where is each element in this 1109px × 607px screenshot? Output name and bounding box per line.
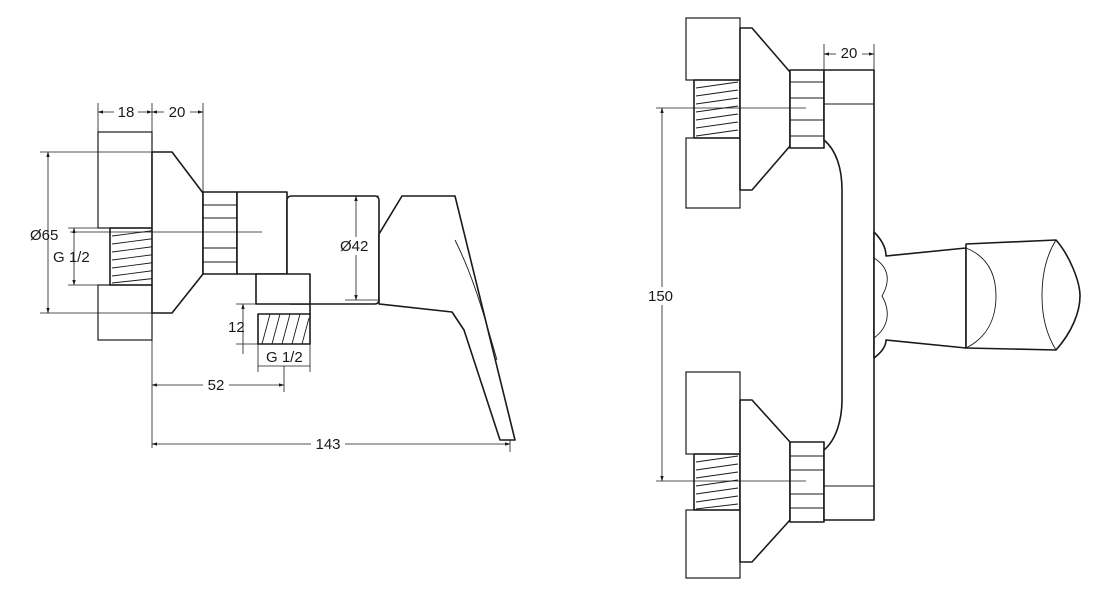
wall-block-lower: [97, 284, 153, 341]
front-cartridge: [873, 231, 967, 359]
dim-connector-depth: 20: [169, 104, 186, 121]
wall-block-bottom-a: [685, 371, 741, 455]
side-view: 18 20 Ø65 G 1/2 Ø42 12 G 1/2: [30, 103, 516, 453]
wall-block-upper: [97, 131, 153, 229]
dim-escutcheon-diameter: Ø65: [30, 227, 58, 244]
dim-axis-spacing: 150: [648, 288, 673, 305]
front-view: 150 20: [646, 17, 1081, 579]
dim-wall-thickness: 18: [118, 104, 135, 121]
outlet-thread: [257, 313, 311, 345]
dim-outlet-height: 12: [228, 319, 245, 336]
escutcheon: [151, 151, 204, 314]
lever-handle: [378, 195, 516, 441]
front-mixer-body: [823, 69, 875, 521]
dim-outlet-offset: 52: [208, 377, 225, 394]
dim-outlet-thread: G 1/2: [266, 349, 303, 366]
dim-front-connector-depth: 20: [841, 45, 858, 62]
front-lever-handle: [965, 239, 1081, 351]
dim-inlet-thread: G 1/2: [53, 249, 90, 266]
lower-hex-nut: [789, 441, 825, 523]
mixer-body: [236, 191, 288, 275]
upper-escutcheon: [739, 27, 791, 191]
dim-total-depth: 143: [315, 436, 340, 453]
outlet-stub: [255, 273, 311, 305]
inlet-thread-hatching: [111, 229, 159, 284]
wall-block-bottom-b: [685, 509, 741, 579]
wall-block-top-a: [685, 17, 741, 81]
dim-body-diameter: Ø42: [340, 238, 368, 255]
hex-nut: [202, 191, 238, 275]
wall-block-top-b: [685, 137, 741, 209]
